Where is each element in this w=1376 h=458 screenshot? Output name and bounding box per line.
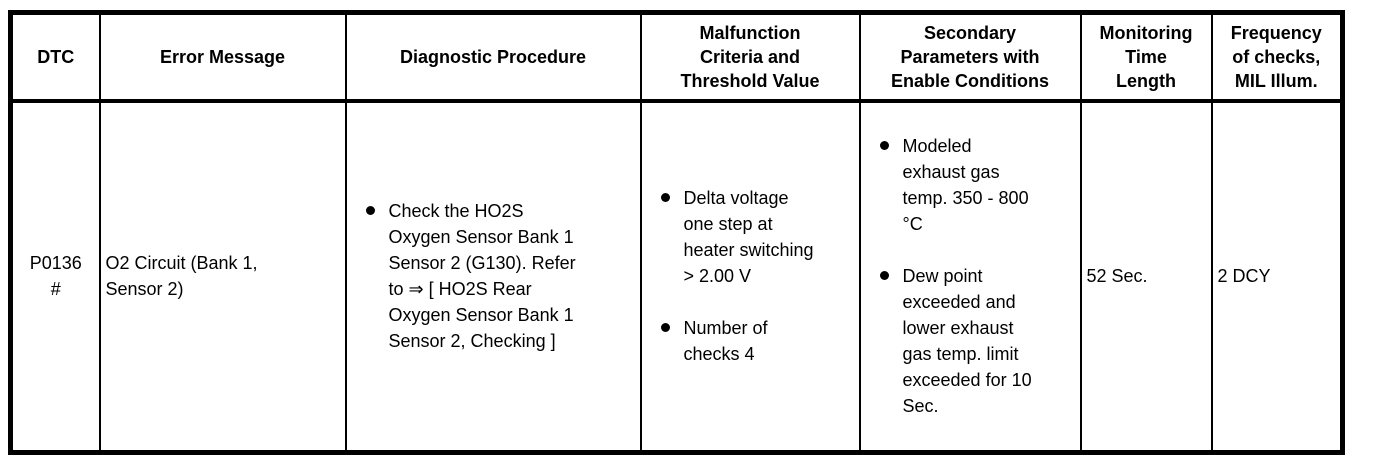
bullet-text: Delta voltage one step at heater switchi…	[683, 188, 814, 287]
cell-secondary-parameters: Modeled exhaust gas temp. 350 - 800 °C De…	[858, 99, 1082, 454]
bullet-text: Check the HO2S Oxygen Sensor Bank 1 Sens…	[388, 201, 576, 352]
table-header: DTC Error Message Diagnostic Procedure M…	[9, 11, 1344, 103]
bullet-text: Number of checks 4	[683, 318, 768, 365]
column-header-monitoring-time: Monitoring Time Length	[1079, 11, 1213, 103]
cell-error-message: O2 Circuit (Bank 1, Sensor 2)	[98, 99, 347, 454]
column-header-label: DTC	[37, 46, 75, 67]
dtc-note: #	[50, 279, 61, 300]
cell-frequency: 2 DCY	[1210, 99, 1344, 454]
table-row: P0136 # O2 Circuit (Bank 1, Sensor 2) Ch…	[9, 99, 1344, 454]
bullet-text: Modeled exhaust gas temp. 350 - 800 °C	[902, 136, 1029, 235]
bullet-icon	[879, 141, 889, 151]
cell-dtc: P0136 #	[9, 99, 101, 454]
bullet-item: Number of checks 4	[660, 315, 855, 367]
column-header-dtc: DTC	[9, 11, 101, 103]
cell-malfunction-criteria: Delta voltage one step at heater switchi…	[639, 99, 861, 454]
malfunction-criteria-list: Delta voltage one step at heater switchi…	[643, 185, 858, 367]
table-body: P0136 # O2 Circuit (Bank 1, Sensor 2) Ch…	[9, 99, 1344, 454]
bullet-icon	[879, 271, 889, 281]
column-header-label: Diagnostic Procedure	[399, 46, 587, 67]
bullet-item: Dew point exceeded and lower exhaust gas…	[879, 263, 1076, 419]
bullet-text: Dew point exceeded and lower exhaust gas…	[902, 266, 1032, 417]
bullet-item: Modeled exhaust gas temp. 350 - 800 °C	[879, 133, 1076, 237]
cell-monitoring-time: 52 Sec.	[1079, 99, 1213, 454]
secondary-parameters-list: Modeled exhaust gas temp. 350 - 800 °C De…	[862, 133, 1079, 419]
column-header-label: Malfunction Criteria and Threshold Value	[680, 22, 820, 91]
column-header-malfunction-criteria: Malfunction Criteria and Threshold Value	[639, 11, 861, 103]
header-row: DTC Error Message Diagnostic Procedure M…	[9, 11, 1344, 103]
error-message-text: O2 Circuit (Bank 1, Sensor 2)	[105, 253, 258, 300]
bullet-icon	[660, 193, 670, 203]
dtc-table: DTC Error Message Diagnostic Procedure M…	[8, 10, 1345, 455]
bullet-icon	[365, 206, 375, 216]
column-header-label: Secondary Parameters with Enable Conditi…	[890, 22, 1049, 91]
column-header-secondary-parameters: Secondary Parameters with Enable Conditi…	[858, 11, 1082, 103]
column-header-label: Frequency of checks, MIL Illum.	[1230, 22, 1322, 91]
monitoring-time-text: 52 Sec.	[1086, 266, 1148, 287]
bullet-item: Check the HO2S Oxygen Sensor Bank 1 Sens…	[365, 198, 636, 354]
column-header-frequency: Frequency of checks, MIL Illum.	[1210, 11, 1344, 103]
frequency-text: 2 DCY	[1217, 266, 1271, 287]
column-header-diagnostic-procedure: Diagnostic Procedure	[344, 11, 642, 103]
column-header-error-message: Error Message	[98, 11, 347, 103]
column-header-label: Error Message	[159, 46, 286, 67]
bullet-item: Delta voltage one step at heater switchi…	[660, 185, 855, 289]
dtc-code: P0136	[29, 253, 82, 274]
column-header-label: Monitoring Time Length	[1099, 22, 1193, 91]
bullet-icon	[660, 323, 670, 333]
cell-diagnostic-procedure: Check the HO2S Oxygen Sensor Bank 1 Sens…	[344, 99, 642, 454]
diagnostic-procedure-list: Check the HO2S Oxygen Sensor Bank 1 Sens…	[348, 198, 639, 354]
